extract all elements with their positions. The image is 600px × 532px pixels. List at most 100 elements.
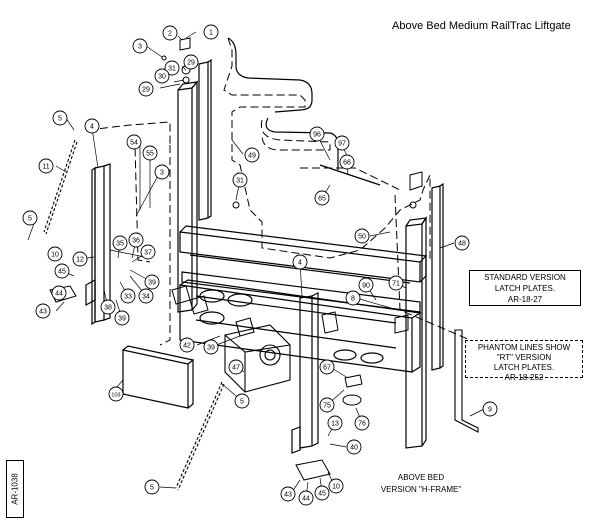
callout-bubble: [228, 359, 244, 375]
pump-unit: [224, 317, 291, 393]
callout-bubble: [128, 232, 144, 248]
document-id-box: AR-1038: [6, 460, 24, 518]
callout-number: 45: [318, 491, 326, 498]
diagram-title: Above Bed Medium RailTrac Liftgate: [392, 20, 571, 32]
callout-number: 39: [148, 280, 156, 287]
callout-number: 35: [116, 241, 124, 248]
callout-bubble: [144, 274, 160, 290]
callout-number: 39: [207, 345, 215, 352]
front-right-post: [405, 182, 444, 449]
callout-bubble: [334, 135, 350, 151]
leader-lines: [27, 31, 485, 498]
phantom-lines-note: PHANTOM LINES SHOW "RT" VERSION LATCH PL…: [465, 340, 583, 382]
callout-number: 65: [318, 196, 326, 203]
callout-number: 71: [392, 281, 400, 288]
callout-bubble: [84, 118, 100, 134]
callout-bubble: [309, 126, 325, 142]
callout-bubble: [234, 393, 250, 409]
callout-bubble: [22, 210, 38, 226]
callout-number: 5: [150, 485, 154, 492]
callout-bubble: [354, 415, 370, 431]
callout-number: 12: [76, 257, 84, 264]
callout-bubble: [52, 110, 68, 126]
note-line: ABOVE BED: [397, 473, 445, 482]
callout-bubble: [112, 235, 128, 251]
callout-number: 76: [358, 421, 366, 428]
callout-bubble: [280, 486, 296, 502]
callout-number: 97: [338, 141, 346, 148]
callout-bubble: [154, 68, 170, 84]
callout-bubble: [179, 337, 195, 353]
callout-number: 50: [358, 234, 366, 241]
callout-number: 10: [332, 484, 340, 491]
chains: [43, 139, 225, 491]
callout-number: 47: [232, 365, 240, 372]
lower-crossbeam: [179, 279, 422, 373]
callout-bubble: [298, 490, 314, 506]
callout-bubble: [51, 285, 67, 301]
callout-bubble: [144, 479, 160, 495]
callout-number: 13: [331, 421, 339, 428]
callout-number: 9: [488, 407, 492, 414]
callout-bubble: [388, 275, 404, 291]
callout-bubble: [138, 81, 154, 97]
callout-bubble: [314, 190, 330, 206]
callout-number: 49: [248, 153, 256, 160]
callout-number: 34: [142, 294, 150, 301]
callout-bubble: [154, 164, 170, 180]
callout-number: 55: [146, 151, 154, 158]
callout-bubble: [345, 290, 361, 306]
callout-number: 39: [118, 316, 126, 323]
callout-bubble: [100, 299, 116, 315]
callout-number: 38: [104, 305, 112, 312]
note-line: VERSION "H-FRAME": [380, 485, 462, 494]
callout-bubble: [140, 244, 156, 260]
cover-panel: [122, 345, 195, 409]
callout-number: 5: [58, 116, 62, 123]
callout-bubble: [126, 134, 142, 150]
callout-bubble: [358, 277, 374, 293]
callout-bubble: [108, 386, 124, 402]
callout-bubble: [138, 288, 154, 304]
document-id: AR-1038: [10, 473, 20, 505]
callout-bubble: [339, 154, 355, 170]
callout-number: 10: [51, 252, 59, 259]
callout-number: 5: [28, 216, 32, 223]
note-line: AR-18-252: [504, 373, 544, 382]
left-rail: [85, 163, 111, 326]
hydraulic-hose: [227, 37, 381, 186]
callout-number: 11: [42, 164, 49, 171]
callout-number: 96: [313, 132, 321, 139]
callout-number: 66: [343, 160, 351, 167]
callout-number: 2: [168, 31, 172, 38]
rear-posts: [177, 58, 212, 313]
front-left-post: [291, 292, 319, 454]
callout-number: 44: [302, 496, 310, 503]
callout-number: 31: [236, 178, 244, 185]
callout-bubble: [72, 251, 88, 267]
callout-number: 67: [323, 365, 331, 372]
callout-bubble: [120, 288, 136, 304]
callout-number: 45: [58, 269, 66, 276]
callout-bubble: [482, 401, 498, 417]
callout-bubble: [164, 60, 180, 76]
callout-bubble: [328, 478, 344, 494]
callout-number: 4: [298, 260, 302, 267]
callout-bubble: [183, 54, 199, 70]
note-line: AR-18-27: [507, 295, 543, 304]
callout-number: 75: [323, 403, 331, 410]
callout-number: 54: [130, 140, 138, 147]
callout-bubble: [54, 263, 70, 279]
note-line: STANDARD VERSION: [484, 273, 566, 282]
callout-bubble: [346, 439, 362, 455]
callout-bubble: [232, 172, 248, 188]
callout-number: 29: [187, 60, 195, 67]
callout-number: 5: [240, 399, 244, 406]
callout-bubble: [327, 415, 343, 431]
callout-bubble: [454, 235, 470, 251]
callout-bubble: [132, 38, 148, 54]
callout-bubble: [319, 359, 335, 375]
note-line: "RT" VERSION: [496, 353, 552, 362]
callout-bubble: [142, 145, 158, 161]
